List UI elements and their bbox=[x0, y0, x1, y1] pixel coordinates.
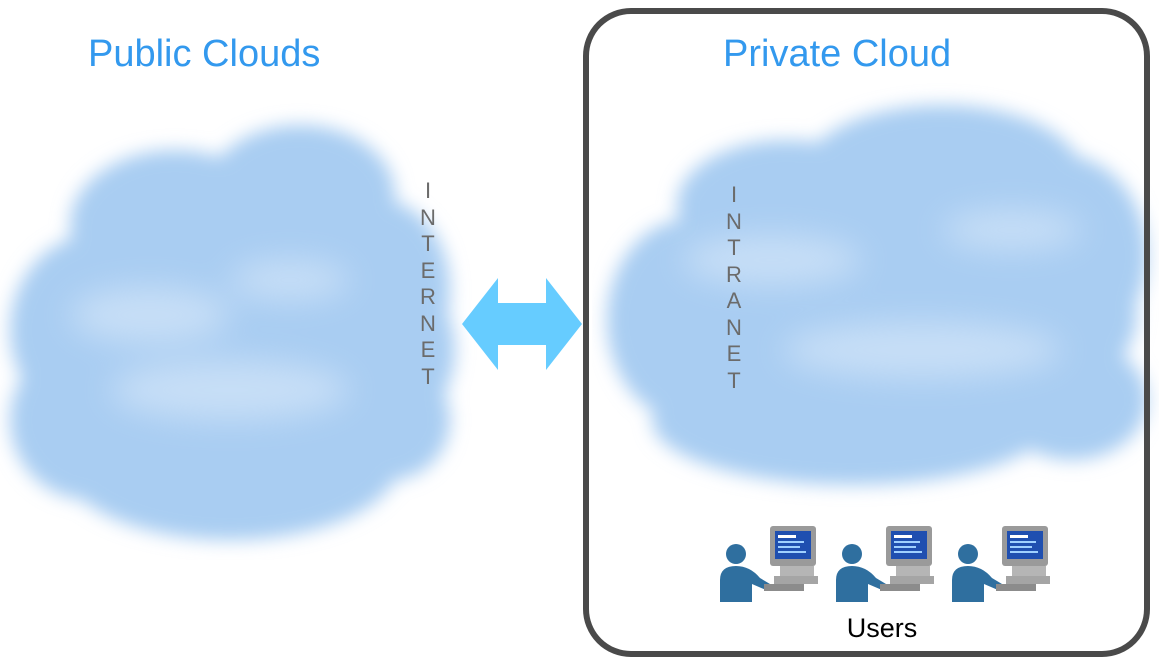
intranet-letter: T bbox=[727, 367, 741, 393]
intranet-letter: N bbox=[726, 208, 742, 234]
internet-letter: N bbox=[420, 310, 436, 336]
internet-letter: I bbox=[424, 178, 432, 203]
intranet-letter: R bbox=[726, 261, 742, 287]
internet-letter: T bbox=[421, 231, 435, 256]
internet-letter: E bbox=[420, 257, 436, 283]
private-cloud-title: Private Cloud bbox=[723, 33, 952, 75]
public-clouds-title: Public Clouds bbox=[88, 33, 321, 75]
internet-letter: R bbox=[420, 284, 436, 309]
internet-label: I N T E R N E T bbox=[416, 178, 440, 390]
intranet-letter: E bbox=[726, 341, 742, 366]
internet-letter: E bbox=[420, 337, 436, 362]
private-cloud-boundary bbox=[583, 8, 1150, 657]
user-computer-icon bbox=[720, 526, 818, 602]
double-arrow-icon bbox=[462, 278, 582, 370]
public-cloud-icon bbox=[10, 125, 455, 540]
intranet-letter: A bbox=[726, 288, 742, 313]
internet-letter: T bbox=[421, 363, 435, 389]
intranet-letter: N bbox=[726, 314, 742, 340]
user-computer-icon bbox=[952, 526, 1050, 602]
intranet-letter: T bbox=[727, 235, 741, 260]
private-cloud-icon bbox=[607, 105, 1147, 485]
users-label: Users bbox=[846, 613, 918, 643]
intranet-label: I N T R A N E T bbox=[722, 182, 746, 394]
intranet-letter: I bbox=[730, 182, 738, 207]
user-computer-icon bbox=[836, 526, 934, 602]
internet-letter: N bbox=[420, 204, 436, 230]
